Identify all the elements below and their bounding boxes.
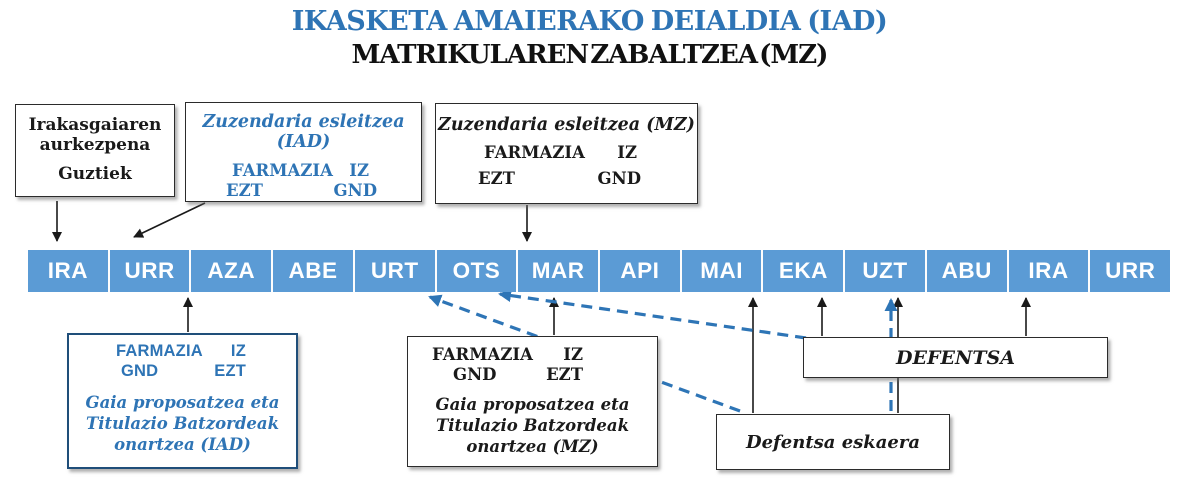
dashed-arrow-defentsa-to-ots: [498, 289, 807, 340]
zuzendaria-iad-farmazia: FARMAZIA: [232, 161, 333, 180]
diagram-title-mz: MATRIKULAREN ZABALTZEA (MZ): [351, 40, 829, 70]
timeline-month-cell: URT: [352, 250, 435, 292]
timeline-month-cell: ABU: [924, 250, 1007, 292]
timeline-month-cell: UZT: [843, 250, 925, 292]
gaia-iad-iz: IZ: [230, 342, 246, 360]
gaia-iad-farmazia: FARMAZIA: [116, 342, 203, 360]
defentsa-label: DEFENTSA: [896, 346, 1015, 369]
zuzendaria-mz-ezt: EZT: [478, 169, 515, 188]
box-irakasgaiaren-aurkezpena: Irakasgaiaren aurkezpena Guztiek: [15, 104, 175, 197]
gaia-mz-gnd: GND: [453, 365, 497, 384]
box-gaia-proposatzea-iad: FARMAZIA IZ GND EZT Gaia proposatzea eta…: [67, 333, 298, 469]
aurkezpena-line3: Guztiek: [58, 164, 132, 184]
zuzendaria-mz-farmazia: FARMAZIA: [484, 143, 585, 162]
timeline-month-cell: EKA: [761, 250, 844, 292]
arrow-zuzendaria-iad-to-urr: [133, 202, 206, 238]
box-gaia-proposatzea-mz: FARMAZIA IZ GND EZT Gaia proposatzea eta…: [407, 336, 658, 467]
zuzendaria-iad-ezt: EZT: [226, 181, 263, 200]
gaia-mz-ezt: EZT: [546, 365, 583, 384]
aurkezpena-line1: Irakasgaiaren: [28, 115, 162, 135]
gaia-mz-farmazia: FARMAZIA: [432, 345, 533, 364]
defentsa-eskaera-label: Defentsa eskaera: [745, 431, 921, 453]
timeline-month-cell: ABE: [271, 250, 353, 292]
timeline-month-cell: AZA: [189, 250, 272, 292]
gaia-mz-caption-line1: Gaia proposatzea eta: [435, 395, 630, 414]
gaia-iad-caption-line3: onartzea (IAD): [114, 435, 251, 454]
gaia-mz-caption-line3: onartzea (MZ): [466, 437, 599, 456]
timeline-month-bar: IRA URR AZA ABE URT OTS MAR API MAI EKA …: [28, 250, 1171, 292]
gaia-iad-caption-line2: Titulazio Batzordeak: [86, 414, 279, 433]
zuzendaria-mz-title: Zuzendaria esleitzea (MZ): [438, 115, 695, 135]
diagram-title-iad: IKASKETA AMAIERAKO DEIALDIA (IAD): [291, 6, 888, 37]
zuzendaria-iad-iz: IZ: [349, 161, 369, 180]
timeline-month-cell: URR: [107, 250, 190, 292]
timeline-month-cell: MAI: [679, 250, 762, 292]
timeline-month-cell: MAR: [516, 250, 599, 292]
aurkezpena-line2: aurkezpena: [39, 135, 151, 155]
box-defentsa-eskaera: Defentsa eskaera: [716, 414, 950, 470]
zuzendaria-mz-iz: IZ: [617, 143, 637, 162]
timeline-month-cell: OTS: [434, 250, 517, 292]
gaia-iad-gnd: GND: [121, 362, 159, 380]
box-defentsa: DEFENTSA: [803, 337, 1108, 378]
box-zuzendaria-esleitzea-iad: Zuzendaria esleitzea (IAD) FARMAZIA IZ E…: [185, 102, 422, 202]
timeline-month-cell: URR: [1088, 250, 1171, 292]
gaia-mz-caption-line2: Titulazio Batzordeak: [436, 416, 629, 435]
zuzendaria-mz-gnd: GND: [597, 169, 641, 188]
gaia-mz-iz: IZ: [563, 345, 583, 364]
timeline-month-cell: IRA: [28, 250, 108, 292]
box-zuzendaria-esleitzea-mz: Zuzendaria esleitzea (MZ) FARMAZIA IZ EZ…: [435, 103, 698, 204]
zuzendaria-iad-gnd: GND: [333, 181, 377, 200]
gaia-iad-ezt: EZT: [214, 362, 246, 380]
gaia-iad-caption-line1: Gaia proposatzea eta: [85, 393, 280, 412]
timeline-month-cell: API: [598, 250, 680, 292]
timeline-month-cell: IRA: [1006, 250, 1089, 292]
zuzendaria-iad-title: Zuzendaria esleitzea (IAD): [202, 112, 405, 152]
